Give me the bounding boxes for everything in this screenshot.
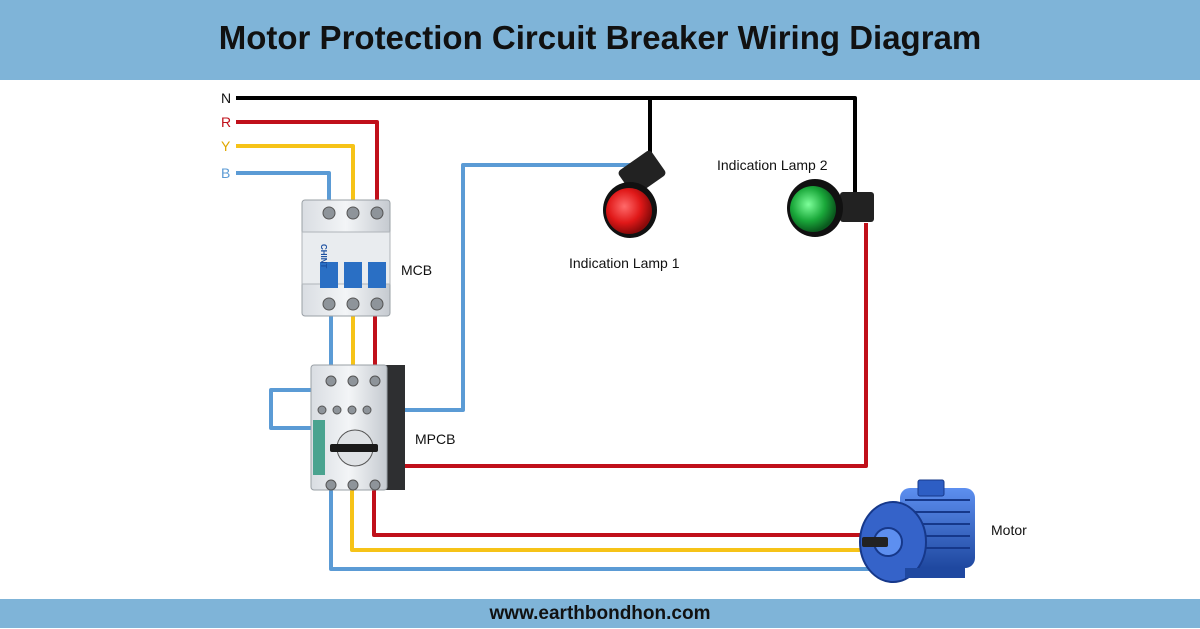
title-banner: Motor Protection Circuit Breaker Wiring … [0,0,1200,80]
line-label-b: B [221,165,230,181]
yellow-mpcb-to-motor-wire [350,485,874,552]
indication-lamp-1-label: Indication Lamp 1 [569,255,680,271]
line-label-r: R [221,114,231,130]
line-label-n: N [221,90,231,106]
line-label-y: Y [221,138,231,154]
page-title: Motor Protection Circuit Breaker Wiring … [218,19,982,56]
red-phase-supply-wire [236,120,379,214]
indication-lamp-1[interactable] [603,149,667,238]
mcb-label: MCB [401,262,432,278]
motor[interactable] [859,479,975,583]
motor-label: Motor [991,522,1027,538]
yellow-phase-supply-wire [236,144,355,214]
indication-lamp-2[interactable] [787,179,874,237]
mcb-brand-text: CHINT [319,244,328,269]
mcb-breaker[interactable]: CHINT [301,199,391,317]
blue-aux-to-lamp1-wire [366,163,632,412]
red-mpcb-to-motor-wire [372,485,874,537]
indication-lamp-2-label: Indication Lamp 2 [717,157,828,173]
neutral-wire [236,96,857,200]
mpcb-breaker[interactable] [310,364,405,491]
mpcb-label: MPCB [415,431,455,447]
blue-mpcb-to-motor-wire [329,485,874,571]
blue-phase-supply-wire [236,171,331,214]
website-url[interactable]: www.earthbondhon.com [489,603,711,624]
website-footer: www.earthbondhon.com [0,599,1200,628]
